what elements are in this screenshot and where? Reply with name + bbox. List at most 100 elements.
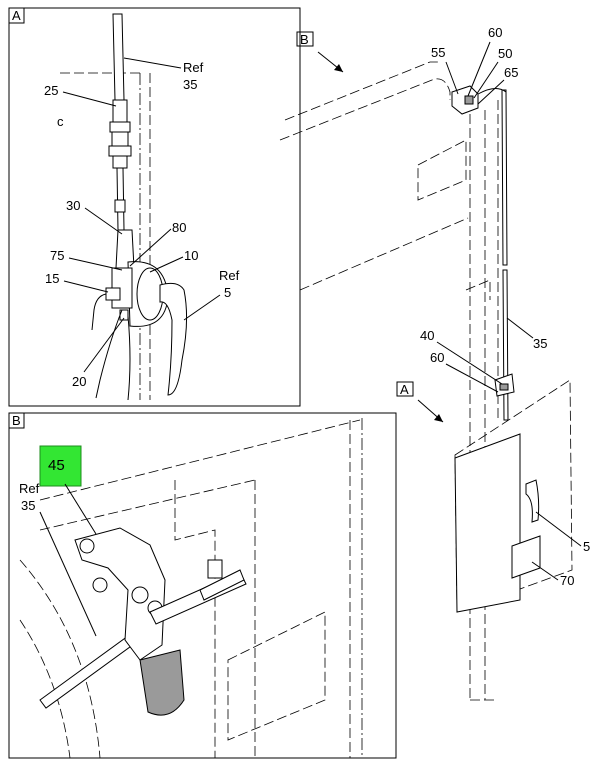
view-marker-a-box [396, 381, 414, 397]
rod-lower [116, 167, 125, 231]
callout-45: 45 [48, 457, 65, 474]
leader-50 [473, 61, 499, 99]
callout-60-top: 60 [488, 25, 502, 40]
cable-short [91, 293, 107, 331]
frame-mid-line [299, 217, 469, 291]
panel-b-tag [8, 412, 25, 429]
callout-65: 65 [504, 65, 518, 80]
leader-60-top [467, 41, 491, 97]
b-clip [207, 559, 223, 579]
cable-long [95, 309, 123, 399]
leader-20 [83, 317, 125, 373]
callout-60-mid: 60 [430, 350, 444, 365]
b-frame-top-inner [39, 479, 256, 531]
callout-25: 25 [44, 83, 58, 98]
coupler-end [112, 155, 128, 169]
leader-65 [477, 79, 505, 105]
coupler-nut-lower [108, 145, 132, 157]
callout-ref35-b-line1: Ref [19, 481, 40, 496]
frame-top-inner [279, 78, 451, 141]
callout-10: 10 [184, 248, 198, 263]
panel-b-label: B [12, 413, 21, 428]
view-marker-a: A [400, 382, 409, 397]
coupler-nut [109, 121, 131, 133]
leader-10 [149, 256, 184, 273]
leader-ref35-b [39, 511, 97, 637]
leader-ref35-a [123, 57, 182, 69]
callout-70: 70 [560, 573, 574, 588]
view-marker-b: B [300, 32, 309, 47]
lower-door-panel [454, 433, 521, 613]
callout-40: 40 [420, 328, 434, 343]
panel-a: A c Ref 35 25 [8, 7, 301, 407]
callout-ref5-a-line2: 5 [224, 285, 231, 300]
b-bolt-2 [92, 577, 108, 593]
rod-bend [477, 88, 507, 95]
leader-55 [445, 61, 459, 95]
callout-ref35-a-line1: Ref [183, 60, 204, 75]
frame-notch [465, 279, 491, 300]
vertical-rod-upper [501, 89, 508, 266]
label-small-c: c [57, 114, 64, 129]
callout-ref5-a-line1: Ref [219, 268, 240, 283]
leader-30 [84, 207, 123, 235]
leader-40 [436, 341, 503, 385]
leader-35 [506, 317, 534, 339]
mid-guide-block [499, 383, 509, 391]
callout-80: 80 [172, 220, 186, 235]
b-lock-cylinder [139, 649, 185, 716]
leader-5 [535, 511, 582, 547]
b-latch-link [199, 569, 245, 601]
door-handle [159, 282, 188, 396]
coupler-body [111, 131, 129, 147]
view-arrow-b-head [334, 64, 343, 72]
b-bolt-3 [131, 586, 149, 604]
callout-ref35-b-line2: 35 [21, 498, 35, 513]
cable-rear [127, 315, 131, 401]
panel-b-frame [8, 412, 397, 759]
panel-a-tag [8, 7, 25, 24]
exterior-handle [525, 479, 540, 523]
callout-50: 50 [498, 46, 512, 61]
callout-15: 15 [45, 271, 59, 286]
frame-top-outer [284, 61, 440, 121]
panel-a-label: A [12, 8, 21, 23]
callout-5: 5 [583, 539, 590, 554]
view-arrow-a-head [434, 414, 443, 422]
b-frame-step [174, 480, 216, 758]
leader-60-mid [445, 363, 499, 393]
callout-35: 35 [533, 336, 547, 351]
leader-15 [63, 280, 109, 293]
b-curve-1 [19, 559, 101, 759]
rod-upper [112, 13, 125, 101]
view-marker-b-box [296, 31, 314, 47]
leader-45 [64, 483, 97, 535]
lower-door-outline [454, 379, 573, 613]
fastener-15 [105, 287, 121, 301]
b-bolt-1 [79, 538, 95, 554]
b-curve-2 [19, 619, 71, 759]
leader-70 [531, 561, 559, 581]
callout-55: 55 [431, 45, 445, 60]
b-frame-top [39, 419, 361, 501]
callout-ref35-a-line2: 35 [183, 77, 197, 92]
callout-75: 75 [50, 248, 64, 263]
leader-25 [62, 91, 117, 107]
leader-80 [129, 228, 172, 267]
b-window [227, 611, 326, 741]
callout-20: 20 [72, 374, 86, 389]
callout-45-highlight[interactable] [39, 445, 82, 487]
top-guide-block [464, 95, 474, 105]
main-view: B A 55 [279, 25, 590, 701]
panel-a-frame [8, 7, 301, 407]
panel-b: B 45 Ref 35 [8, 412, 397, 759]
vertical-rod-lower [502, 269, 509, 421]
coupler-sleeve [112, 99, 128, 123]
window-panel [417, 139, 467, 201]
callout-30: 30 [66, 198, 80, 213]
leader-ref5-a [183, 294, 221, 321]
leader-75 [68, 257, 123, 271]
rod-collar [114, 199, 126, 213]
